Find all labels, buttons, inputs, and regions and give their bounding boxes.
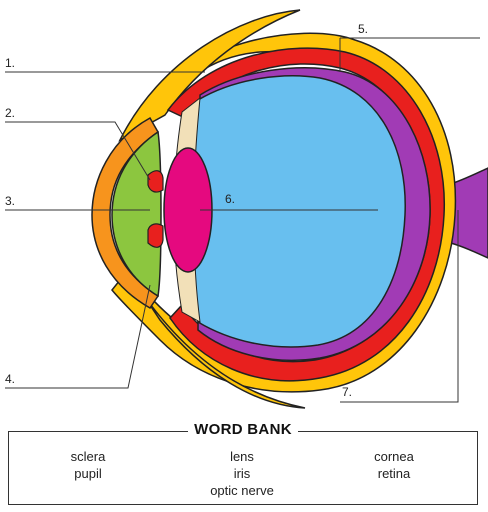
eyelid-bottom: [139, 289, 306, 409]
label-1: 1.: [5, 56, 15, 70]
leader-lines: [5, 37, 480, 403]
iris: [147, 170, 164, 193]
eye-diagram: 1. 2. 3. 4. 5. 6. 7.: [5, 9, 488, 409]
eyelid-top: [118, 9, 301, 142]
label-3: 3.: [5, 194, 15, 208]
vitreous-body: [191, 75, 406, 348]
word-sclera: sclera: [70, 449, 106, 464]
label-7: 7.: [342, 385, 352, 399]
word-bank-title: WORD BANK: [188, 421, 298, 438]
word-pupil: pupil: [74, 466, 102, 481]
word-bank-column-3: cornea retina: [319, 448, 469, 482]
label-4: 4.: [5, 372, 15, 386]
word-cornea: cornea: [374, 449, 414, 464]
label-6: 6.: [225, 192, 235, 206]
word-bank: WORD BANK sclera pupil lens iris optic n…: [8, 421, 478, 505]
word-optic-nerve: optic nerve: [210, 483, 274, 498]
label-2: 2.: [5, 106, 15, 120]
cornea: [111, 130, 162, 298]
word-iris: iris: [233, 466, 251, 481]
word-retina: retina: [377, 466, 411, 481]
word-lens: lens: [230, 449, 254, 464]
word-bank-column-2: lens iris optic nerve: [167, 448, 317, 499]
word-bank-column-1: sclera pupil: [13, 448, 163, 482]
cornea-edge: [91, 116, 160, 310]
iris: [147, 223, 164, 248]
label-5: 5.: [358, 22, 368, 36]
